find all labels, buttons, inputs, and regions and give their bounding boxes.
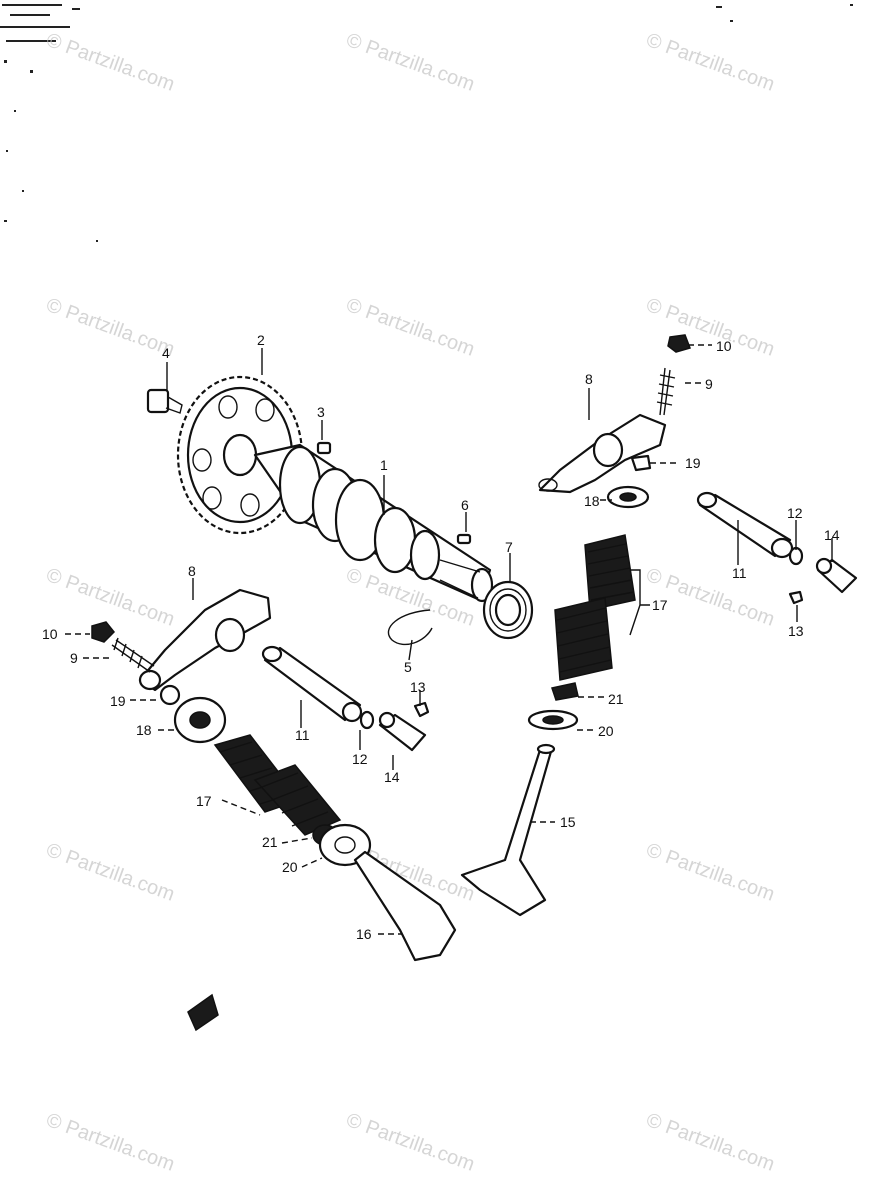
callout-20-left: 20 [282, 859, 298, 875]
leader-lines [65, 344, 833, 935]
camshaft [253, 443, 494, 603]
scan-noise [0, 4, 853, 242]
bolt-left [413, 701, 430, 718]
callout-21-right: 21 [608, 691, 624, 707]
sprocket-bolt [146, 388, 183, 414]
callout-13-right: 13 [788, 623, 804, 639]
adjusting-screw-left [111, 637, 155, 673]
callout-17-right: 17 [652, 597, 668, 613]
callout-9-left: 9 [70, 650, 78, 666]
shaft-plug-left [378, 711, 427, 752]
adjuster-tip-right [630, 454, 652, 472]
callout-20-right: 20 [598, 723, 614, 739]
callout-18-right: 18 [584, 493, 600, 509]
callout-9-right: 9 [705, 376, 713, 392]
callout-labels: 1 2 3 4 5 6 7 8 8 9 9 10 10 11 11 12 12 … [42, 332, 840, 942]
valve-cap-left [173, 696, 227, 744]
callout-4: 4 [162, 345, 170, 361]
callout-1: 1 [380, 457, 388, 473]
rocker-arm-right [538, 413, 667, 494]
rocker-shaft-left [261, 645, 363, 723]
callout-12-right: 12 [787, 505, 803, 521]
callout-7: 7 [505, 539, 513, 555]
o-ring-left [359, 710, 375, 730]
o-ring-right [788, 546, 804, 566]
callout-14-left: 14 [384, 769, 400, 785]
callout-21-left: 21 [262, 834, 278, 850]
callout-17-left: 17 [196, 793, 212, 809]
valve-cap-right [606, 485, 650, 509]
woodruff-key [456, 533, 472, 545]
callout-16: 16 [356, 926, 372, 942]
callout-12-left: 12 [352, 751, 368, 767]
callout-10-right: 10 [716, 338, 732, 354]
watermark: © Partzilla.com [643, 1109, 777, 1176]
callout-11-left: 11 [295, 727, 310, 743]
watermark: © Partzilla.com [343, 1109, 477, 1176]
callout-14-right: 14 [824, 527, 840, 543]
callout-5: 5 [404, 659, 412, 675]
valve-springs-right [554, 534, 636, 681]
callout-8-right: 8 [585, 371, 593, 387]
lock-nut-right [667, 334, 691, 353]
callout-8-left: 8 [188, 563, 196, 579]
watermark: © Partzilla.com [43, 839, 177, 906]
shaft-plug-right [815, 557, 858, 594]
watermark: © Partzilla.com [43, 1109, 177, 1176]
valve-springs-left [213, 734, 342, 836]
bolt-right [788, 590, 804, 605]
callout-19-right: 19 [685, 455, 701, 471]
watermark: © Partzilla.com [43, 564, 177, 631]
callout-2: 2 [257, 332, 265, 348]
callout-15: 15 [560, 814, 576, 830]
watermark: © Partzilla.com [643, 29, 777, 96]
callout-11-right: 11 [732, 565, 747, 581]
spring-seat-right [527, 709, 579, 731]
lock-nut-left [91, 621, 116, 643]
rocker-arm-left [138, 588, 272, 692]
watermark: © Partzilla.com [43, 294, 177, 361]
camshaft-sprocket [176, 375, 304, 535]
rocker-shaft-right [696, 491, 794, 559]
callout-18-left: 18 [136, 722, 152, 738]
callout-3: 3 [317, 404, 325, 420]
dowel-pin [316, 441, 332, 455]
spring-seat-left [318, 823, 372, 867]
adjuster-tip-left [159, 684, 181, 706]
callout-10-left: 10 [42, 626, 58, 642]
watermark: © Partzilla.com [43, 29, 177, 96]
callout-13-left: 13 [410, 679, 426, 695]
callout-19-left: 19 [110, 693, 126, 709]
watermark: © Partzilla.com [343, 294, 477, 361]
watermark: © Partzilla.com [643, 839, 777, 906]
bearing [482, 580, 534, 640]
watermark: © Partzilla.com [643, 294, 777, 361]
watermark: © Partzilla.com [343, 29, 477, 96]
callout-6: 6 [461, 497, 469, 513]
valve-exhaust [460, 743, 556, 917]
circlip [387, 609, 433, 646]
adjusting-screw-right [656, 367, 676, 416]
stray-fragment [187, 993, 219, 1032]
spring-retainer-right [551, 682, 579, 701]
valve-intake [353, 850, 457, 962]
